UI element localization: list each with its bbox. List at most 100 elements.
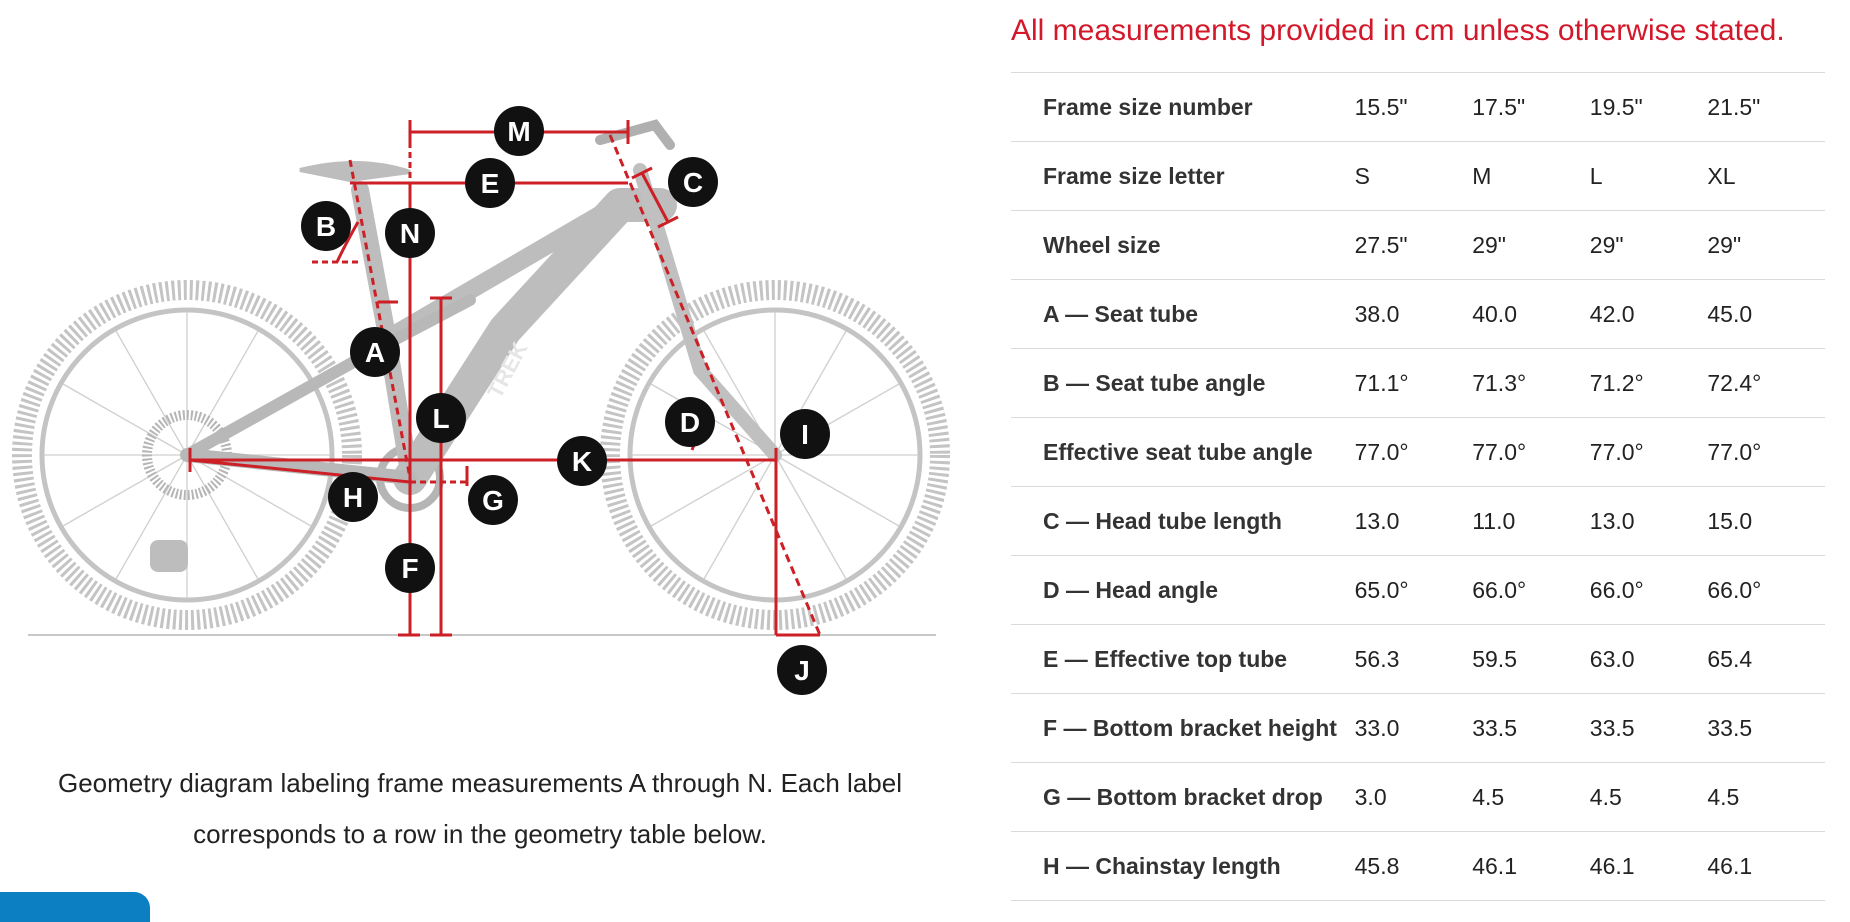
row-label: Wheel size: [1011, 210, 1355, 280]
bike-geometry-illustration: TREK: [12, 106, 950, 695]
row-value: 46.1: [1707, 831, 1825, 901]
frame-seat-tube: [351, 181, 419, 487]
handlebar: [595, 119, 675, 150]
fork: [633, 163, 782, 462]
svg-text:K: K: [572, 446, 592, 477]
diagram-caption: Geometry diagram labeling frame measurem…: [58, 768, 902, 849]
rear-spokes: [44, 312, 330, 598]
label-n: N: [385, 208, 435, 258]
row-value: 4.5: [1707, 762, 1825, 832]
row-value: 66.0°: [1589, 555, 1708, 625]
label-c: C: [668, 157, 718, 207]
saddle: [299, 160, 411, 183]
row-value: 13.0: [1589, 486, 1708, 556]
rear-rim: [39, 307, 335, 603]
row-value: 17.5": [1472, 72, 1590, 142]
row-value: 13.0: [1354, 486, 1473, 556]
row-value: 66.0°: [1707, 555, 1825, 625]
row-value: 59.5: [1472, 624, 1590, 694]
row-value: S: [1354, 141, 1473, 211]
row-value: 46.1: [1472, 831, 1590, 901]
label-j: J: [777, 645, 827, 695]
svg-text:L: L: [432, 403, 449, 434]
row-value: 29": [1589, 210, 1708, 280]
label-h: H: [328, 472, 378, 522]
svg-text:D: D: [680, 407, 700, 438]
row-value: 4.5: [1472, 762, 1590, 832]
row-value: 40.0: [1472, 279, 1590, 349]
svg-text:B: B: [316, 211, 336, 242]
row-value: M: [1472, 141, 1590, 211]
label-f: F: [385, 543, 435, 593]
label-e: E: [465, 158, 515, 208]
measurement-notice: All measurements provided in cm unless o…: [1011, 14, 1785, 47]
label-m: M: [494, 106, 544, 156]
row-label: D — Head angle: [1011, 555, 1355, 625]
label-k: K: [557, 436, 607, 486]
svg-text:I: I: [801, 419, 809, 450]
row-value: 71.3°: [1472, 348, 1590, 418]
row-value: 19.5": [1589, 72, 1708, 142]
label-a: A: [350, 327, 400, 377]
svg-text:G: G: [482, 485, 504, 516]
row-value: 27.5": [1354, 210, 1473, 280]
row-value: 71.2°: [1589, 348, 1708, 418]
row-value: 45.0: [1707, 279, 1825, 349]
rear-tire: [12, 280, 362, 630]
row-value: 45.8: [1354, 831, 1473, 901]
row-value: 46.1: [1589, 831, 1708, 901]
row-value: XL: [1707, 141, 1825, 211]
svg-text:N: N: [400, 218, 420, 249]
row-label: E — Effective top tube: [1011, 624, 1355, 694]
row-label: A — Seat tube: [1011, 279, 1355, 349]
row-value: 66.0°: [1472, 555, 1590, 625]
row-value: L: [1589, 141, 1708, 211]
row-value: 33.0: [1354, 693, 1473, 763]
row-value: 4.5: [1589, 762, 1708, 832]
row-label: Effective seat tube angle: [1011, 417, 1355, 487]
label-d: D: [665, 397, 715, 447]
row-value: 33.5: [1707, 693, 1825, 763]
label-g: G: [468, 475, 518, 525]
row-value: 72.4°: [1707, 348, 1825, 418]
frame-top-tube: [376, 191, 634, 349]
row-value: 77.0°: [1707, 417, 1825, 487]
row-label: C — Head tube length: [1011, 486, 1355, 556]
row-label: Frame size letter: [1011, 141, 1355, 211]
row-value: 11.0: [1472, 486, 1590, 556]
row-value: 65.0°: [1354, 555, 1473, 625]
row-value: 65.4: [1707, 624, 1825, 694]
geometry-diagram: TREK: [0, 0, 960, 740]
row-value: 33.5: [1589, 693, 1708, 763]
row-value: 56.3: [1354, 624, 1473, 694]
row-value: 77.0°: [1354, 417, 1473, 487]
blue-tab-button[interactable]: [0, 892, 150, 922]
row-value: 71.1°: [1354, 348, 1473, 418]
row-value: 77.0°: [1589, 417, 1708, 487]
row-label: Frame size number: [1011, 72, 1355, 142]
row-label: B — Seat tube angle: [1011, 348, 1355, 418]
row-value: 38.0: [1354, 279, 1473, 349]
svg-text:F: F: [401, 553, 418, 584]
svg-text:M: M: [507, 116, 530, 147]
svg-text:H: H: [343, 482, 363, 513]
row-value: 29": [1707, 210, 1825, 280]
row-value: 42.0: [1589, 279, 1708, 349]
svg-text:A: A: [365, 337, 385, 368]
row-value: 15.0: [1707, 486, 1825, 556]
row-value: 63.0: [1589, 624, 1708, 694]
label-i: I: [780, 409, 830, 459]
label-b: B: [301, 201, 351, 251]
measurement-lines: [188, 120, 822, 637]
